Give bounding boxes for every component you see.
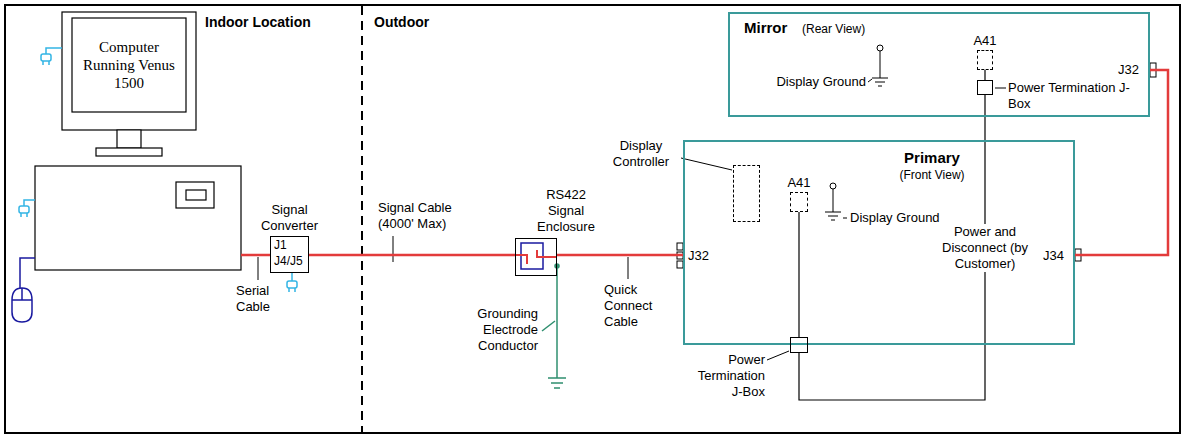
view-title: Primary bbox=[887, 149, 977, 167]
area-title: Indoor Location bbox=[205, 14, 311, 30]
ground-stud bbox=[830, 183, 836, 189]
leader-line bbox=[843, 218, 847, 219]
power-wire bbox=[798, 212, 799, 337]
ground-symbol bbox=[548, 378, 566, 388]
mirror-display: Mirror (Rear View) A41Power Termination J-… bbox=[728, 12, 1150, 117]
monitor-bezel bbox=[62, 12, 196, 130]
plug-cord bbox=[24, 200, 35, 206]
plug-prongs bbox=[43, 61, 49, 65]
connector-name: J32 bbox=[1118, 62, 1139, 78]
pin-name: J1 bbox=[274, 238, 287, 253]
leader-line bbox=[258, 257, 259, 280]
ground-symbol bbox=[872, 78, 888, 86]
leader-lines bbox=[258, 88, 1006, 360]
ground-symbol bbox=[825, 212, 841, 220]
leader-line bbox=[542, 321, 555, 331]
connector-group bbox=[241, 70, 1168, 400]
a41-module: A41 bbox=[977, 50, 993, 70]
monitor-base bbox=[96, 148, 162, 156]
cable-label: Serial Cable bbox=[236, 283, 286, 315]
leader-line bbox=[868, 79, 872, 82]
display-controller: Display Controller bbox=[733, 165, 760, 222]
view-subtitle: (Rear View) bbox=[802, 22, 865, 37]
signal-converter: Signal ConverterJ1J4/J5 bbox=[270, 236, 309, 273]
ground-label: Display Ground bbox=[850, 210, 940, 226]
leader-line bbox=[681, 158, 732, 170]
component-heading: RS422 Signal Enclosure bbox=[531, 187, 601, 235]
module-name: A41 bbox=[965, 33, 1005, 49]
indoor-outdoor-divider bbox=[361, 6, 363, 432]
internal-wiring bbox=[515, 250, 557, 264]
grounding-electrode bbox=[542, 264, 566, 388]
plug-prongs bbox=[21, 213, 27, 217]
rs422-enclosure: RS422 Signal Enclosure bbox=[515, 238, 557, 276]
connector-name: J32 bbox=[688, 248, 709, 264]
power-plugs bbox=[19, 48, 297, 292]
display-grounds bbox=[825, 45, 888, 220]
component-heading: Display Controller bbox=[604, 138, 678, 170]
mouse-cable bbox=[20, 258, 35, 288]
leader-line bbox=[767, 351, 789, 360]
monitor-screen bbox=[72, 18, 186, 112]
cable-label: Signal Cable (4000' Max) bbox=[378, 200, 468, 232]
leader-line bbox=[995, 88, 1006, 89]
mouse-body bbox=[12, 288, 32, 322]
jbox-label: Power Termination J-Box bbox=[1008, 80, 1133, 112]
power-wire bbox=[984, 70, 985, 80]
component-heading: Signal Converter bbox=[258, 202, 322, 234]
area-title: Outdoor bbox=[374, 14, 429, 30]
plug-cord bbox=[291, 273, 293, 281]
plug-body bbox=[287, 281, 297, 288]
plug-symbol bbox=[41, 54, 51, 65]
leader-line bbox=[393, 236, 394, 262]
connector-name: J34 bbox=[1043, 248, 1064, 264]
ground-stud bbox=[877, 45, 883, 51]
plug-symbol bbox=[19, 206, 29, 217]
a41-module: A41 bbox=[790, 192, 808, 212]
ground-wire bbox=[833, 189, 834, 212]
enclosure-interior bbox=[515, 243, 557, 269]
plug-cord bbox=[46, 48, 62, 54]
drive-slot bbox=[186, 190, 206, 200]
power-termination-jbox: Power Termination J-Box bbox=[977, 80, 993, 95]
pin-name: J4/J5 bbox=[274, 254, 303, 269]
mouse-illustration bbox=[12, 258, 35, 322]
edge-label: Power and Disconnect (by Customer) bbox=[934, 224, 1036, 272]
module-name: A41 bbox=[779, 175, 819, 191]
frame bbox=[5, 5, 1180, 433]
plug-symbol bbox=[287, 281, 297, 292]
ground-label: Grounding Electrode Conductor bbox=[458, 306, 538, 354]
plug-prongs bbox=[289, 288, 295, 292]
power-termination-jbox: Power Termination J-Box bbox=[790, 337, 808, 353]
grounding-conductor bbox=[556, 268, 558, 378]
screen-text: Computer Running Venus 1500 bbox=[82, 38, 176, 92]
jbox-label: Power Termination J-Box bbox=[685, 352, 765, 400]
leader-line bbox=[628, 257, 629, 279]
mouse-buttons bbox=[12, 288, 32, 300]
computer-illustration bbox=[35, 12, 241, 270]
signal-cable bbox=[1075, 70, 1168, 255]
view-title: Mirror bbox=[744, 19, 787, 37]
connectors bbox=[677, 63, 1156, 268]
ground-lug bbox=[555, 264, 559, 268]
ground-wire bbox=[880, 51, 881, 78]
plug-body bbox=[19, 206, 29, 213]
signal-cable bbox=[557, 254, 683, 257]
ground-label: Display Ground bbox=[770, 74, 866, 90]
computer-case bbox=[35, 166, 241, 270]
monitor-neck bbox=[117, 130, 141, 148]
signal-cable bbox=[241, 254, 270, 257]
view-subtitle: (Front View) bbox=[887, 168, 977, 183]
plug-body bbox=[41, 54, 51, 61]
cable-label: Quick Connect Cable bbox=[604, 282, 668, 330]
computer-workstation: Computer Running Venus 1500 bbox=[35, 12, 241, 274]
drive-bay bbox=[176, 182, 214, 208]
signal-cable bbox=[309, 254, 515, 257]
